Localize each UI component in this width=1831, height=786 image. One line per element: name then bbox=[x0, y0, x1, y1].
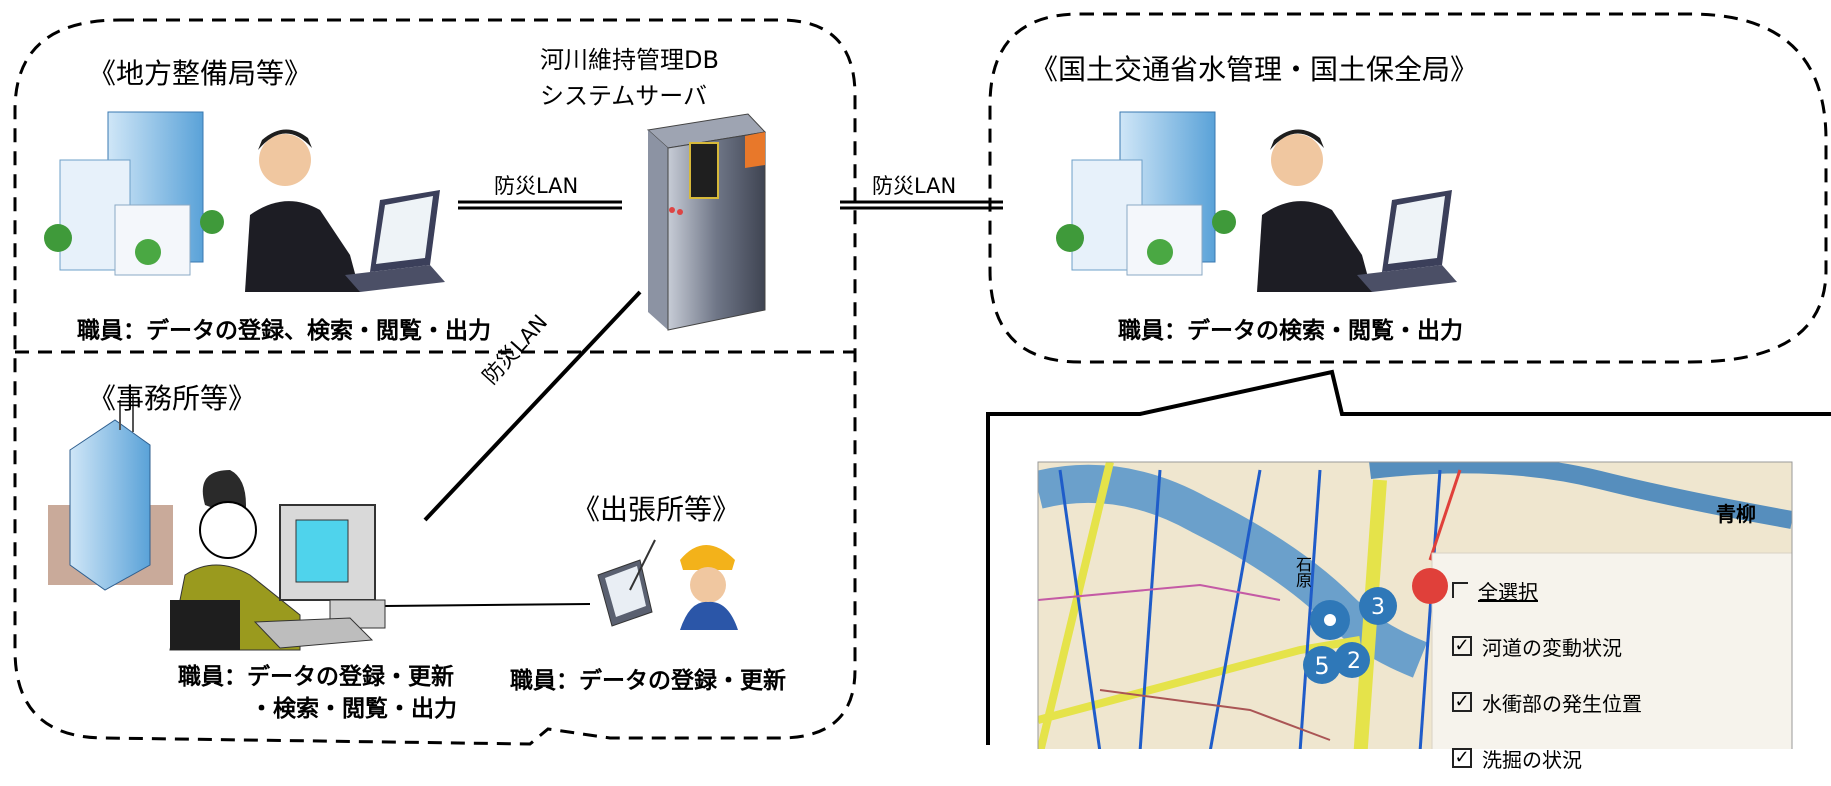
map-image bbox=[1038, 462, 1792, 749]
tablet-worker-icon bbox=[597, 539, 738, 630]
checkbox-select-all[interactable]: 全選択 bbox=[1452, 562, 1772, 618]
checkbox-label-water-impact[interactable]: 水衝部の発生位置 bbox=[1482, 691, 1642, 716]
checkbox-water-impact[interactable]: ✓ 水衝部の発生位置 bbox=[1452, 674, 1772, 730]
server-icon bbox=[646, 113, 767, 331]
map-marker-cluster: 5 2 bbox=[1303, 600, 1370, 684]
person-computer-icon bbox=[169, 470, 386, 651]
office-title: 《事務所等》 bbox=[88, 382, 257, 415]
office-staff-line2: ・検索・閲覧・出力 bbox=[250, 696, 457, 722]
headquarters-title: 《国土交通省水管理・国土保全局》 bbox=[1030, 53, 1479, 86]
server-label-line1: 河川維持管理DB bbox=[540, 46, 719, 74]
checkbox-scour[interactable]: ✓ 洗掘の状況 bbox=[1452, 730, 1772, 786]
lan-label-right: 防災LAN bbox=[872, 174, 957, 198]
right-bubble bbox=[988, 12, 1828, 364]
branch-staff-text: 職員：データの登録・更新 bbox=[510, 668, 786, 694]
checkbox-icon-checked[interactable]: ✓ bbox=[1452, 692, 1472, 712]
office-building-icon bbox=[48, 395, 173, 591]
checkbox-icon-unchecked[interactable] bbox=[1452, 582, 1468, 598]
branch-title: 《出張所等》 bbox=[572, 493, 741, 526]
buildings-icon-headquarters bbox=[1056, 111, 1236, 276]
regional-staff-text: 職員：データの登録、検索・閲覧・出力 bbox=[77, 318, 491, 344]
person-laptop-icon-regional bbox=[245, 129, 445, 292]
marker-label-5[interactable]: 5 bbox=[1314, 652, 1329, 680]
layer-checkbox-list: 全選択 ✓ 河道の変動状況 ✓ 水衝部の発生位置 ✓ 洗掘の状況 bbox=[1452, 562, 1772, 786]
headquarters-staff-text: 職員：データの検索・閲覧・出力 bbox=[1118, 318, 1463, 344]
checkbox-icon-checked[interactable]: ✓ bbox=[1452, 636, 1472, 656]
person-laptop-icon-headquarters bbox=[1257, 129, 1457, 292]
checkbox-river-change[interactable]: ✓ 河道の変動状況 bbox=[1452, 618, 1772, 674]
server-label: 河川維持管理DB システムサーバ bbox=[540, 42, 719, 114]
checkbox-label-scour[interactable]: 洗掘の状況 bbox=[1482, 747, 1582, 772]
checkbox-label-select-all[interactable]: 全選択 bbox=[1478, 579, 1538, 604]
buildings-icon-regional bbox=[44, 111, 224, 276]
map-label-aoyagi: 青柳 bbox=[1716, 502, 1756, 526]
marker-label-2[interactable]: 2 bbox=[1347, 649, 1361, 674]
left-bubble bbox=[13, 18, 857, 746]
marker-label-3[interactable]: 3 bbox=[1371, 595, 1385, 620]
map-label-ishihara: 石原 bbox=[1293, 556, 1312, 588]
checkbox-label-river-change[interactable]: 河道の変動状況 bbox=[1482, 635, 1622, 660]
layer-panel bbox=[1431, 552, 1792, 749]
office-staff-text: 職員：データの登録・更新 ・検索・閲覧・出力 bbox=[178, 661, 457, 725]
diagram-canvas: 3 5 2 bbox=[13, 12, 1831, 749]
map-marker-3: 3 bbox=[1359, 568, 1448, 625]
lan-label-left: 防災LAN bbox=[494, 174, 579, 198]
checkbox-icon-checked[interactable]: ✓ bbox=[1452, 748, 1472, 768]
regional-title: 《地方整備局等》 bbox=[88, 57, 313, 90]
office-staff-line1: 職員：データの登録・更新 bbox=[178, 664, 454, 690]
server-label-line2: システムサーバ bbox=[540, 82, 708, 110]
